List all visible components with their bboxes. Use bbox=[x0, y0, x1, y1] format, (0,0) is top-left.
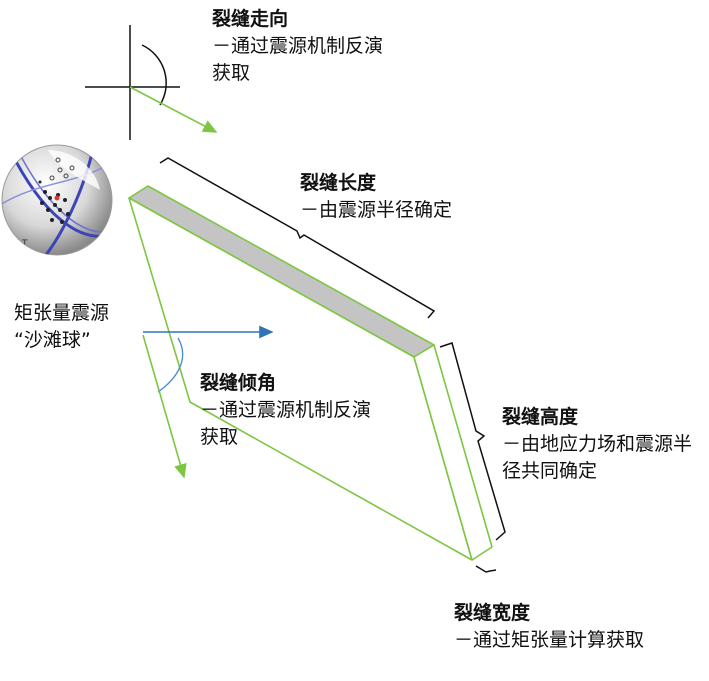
length-title: 裂缝长度 bbox=[300, 172, 377, 194]
beachball-label: 矩张量震源 “沙滩球” bbox=[14, 300, 109, 354]
strike-crosshair bbox=[85, 25, 218, 140]
beachball-icon: T bbox=[1, 144, 113, 256]
dip-desc-line2: 获取 bbox=[200, 426, 239, 448]
dip-label: 裂缝倾角 －通过震源机制反演 获取 bbox=[200, 370, 371, 451]
height-brace bbox=[439, 342, 506, 541]
strike-arrow bbox=[129, 86, 218, 133]
strike-desc-line2: 获取 bbox=[212, 62, 251, 84]
width-brace bbox=[475, 565, 497, 573]
height-desc-line1: －由地应力场和震源半 bbox=[502, 433, 693, 455]
length-desc-line1: －由震源半径确定 bbox=[300, 199, 453, 221]
dip-symbol bbox=[142, 325, 274, 479]
strike-label: 裂缝走向 －通过震源机制反演 获取 bbox=[212, 6, 383, 87]
width-desc-line1: －通过矩张量计算获取 bbox=[454, 629, 645, 651]
strike-desc-line1: －通过震源机制反演 bbox=[212, 35, 384, 57]
dip-title: 裂缝倾角 bbox=[200, 372, 277, 394]
width-label: 裂缝宽度 －通过矩张量计算获取 bbox=[454, 600, 644, 654]
length-brace bbox=[159, 157, 436, 319]
dip-arrow bbox=[142, 334, 187, 479]
beachball-line1: 矩张量震源 bbox=[14, 302, 110, 324]
dip-desc-line1: －通过震源机制反演 bbox=[200, 399, 372, 421]
fracture-side-face bbox=[413, 344, 493, 561]
fracture-plane bbox=[128, 185, 493, 561]
svg-text:T: T bbox=[21, 239, 28, 249]
strike-title: 裂缝走向 bbox=[212, 8, 289, 30]
width-title: 裂缝宽度 bbox=[454, 602, 531, 624]
dip-angle-arc bbox=[157, 337, 184, 393]
height-title: 裂缝高度 bbox=[502, 406, 579, 428]
length-label: 裂缝长度 －由震源半径确定 bbox=[300, 170, 452, 224]
height-label: 裂缝高度 －由地应力场和震源半 径共同确定 bbox=[502, 404, 692, 485]
height-desc-line2: 径共同确定 bbox=[502, 460, 598, 482]
beachball-line2: “沙滩球” bbox=[14, 329, 91, 351]
